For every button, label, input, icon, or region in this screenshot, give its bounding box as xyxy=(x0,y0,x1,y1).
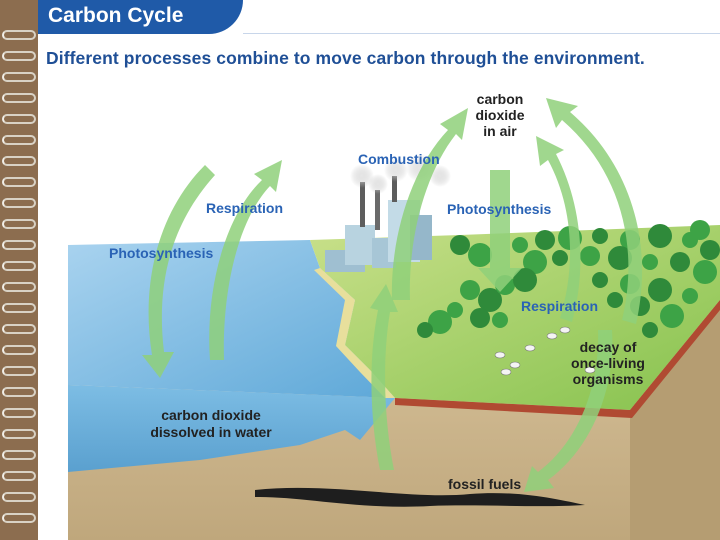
grazing-animals xyxy=(494,326,596,376)
arrow-combustion xyxy=(391,108,468,300)
svg-text:carbon dioxide: carbon dioxide xyxy=(161,407,261,423)
arrow-fossil-fuels-up xyxy=(370,284,398,470)
label-decay: decay of once-living organisms xyxy=(571,339,645,387)
arrow-respiration-ocean xyxy=(209,160,282,360)
arrow-decay xyxy=(546,98,643,324)
process-arrows xyxy=(142,98,643,492)
carbon-cycle-diagram: carbon dioxide in air Combustion Respira… xyxy=(68,91,720,540)
soil-side xyxy=(630,300,720,540)
svg-text:dissolved in water: dissolved in water xyxy=(150,424,272,440)
arrow-photosynthesis-ocean xyxy=(142,165,215,378)
title-divider xyxy=(243,33,720,34)
label-photosynthesis-land: Photosynthesis xyxy=(447,201,551,217)
svg-text:carbon: carbon xyxy=(477,91,524,107)
title-bar xyxy=(38,0,243,34)
label-fossil-fuels: fossil fuels xyxy=(448,476,521,492)
svg-text:organisms: organisms xyxy=(573,371,644,387)
arrow-to-fossil-fuels xyxy=(524,330,613,492)
label-respiration-ocean: Respiration xyxy=(206,200,283,216)
svg-text:decay of: decay of xyxy=(580,339,637,355)
ocean-side xyxy=(68,385,395,472)
label-combustion: Combustion xyxy=(358,151,440,167)
label-photosynthesis-ocean: Photosynthesis xyxy=(109,245,213,261)
label-carbon-dioxide-in-air: carbon dioxide in air xyxy=(475,91,524,139)
svg-text:once-living: once-living xyxy=(571,355,645,371)
fossil-fuel-seam xyxy=(255,487,585,507)
forest xyxy=(417,220,720,338)
page-subtitle: Different processes combine to move carb… xyxy=(46,48,645,68)
power-plant xyxy=(325,154,451,272)
svg-text:in air: in air xyxy=(483,123,517,139)
soil-block xyxy=(68,300,720,540)
arrow-respiration-land xyxy=(536,136,581,322)
page-title: Carbon Cycle xyxy=(48,4,184,27)
label-respiration-land: Respiration xyxy=(521,298,598,314)
svg-text:dioxide: dioxide xyxy=(475,107,524,123)
topsoil-band xyxy=(395,300,720,418)
label-co2-dissolved-in-water: carbon dioxide dissolved in water xyxy=(150,407,272,440)
arrow-photosynthesis-land xyxy=(478,170,522,292)
grassland xyxy=(310,225,720,410)
